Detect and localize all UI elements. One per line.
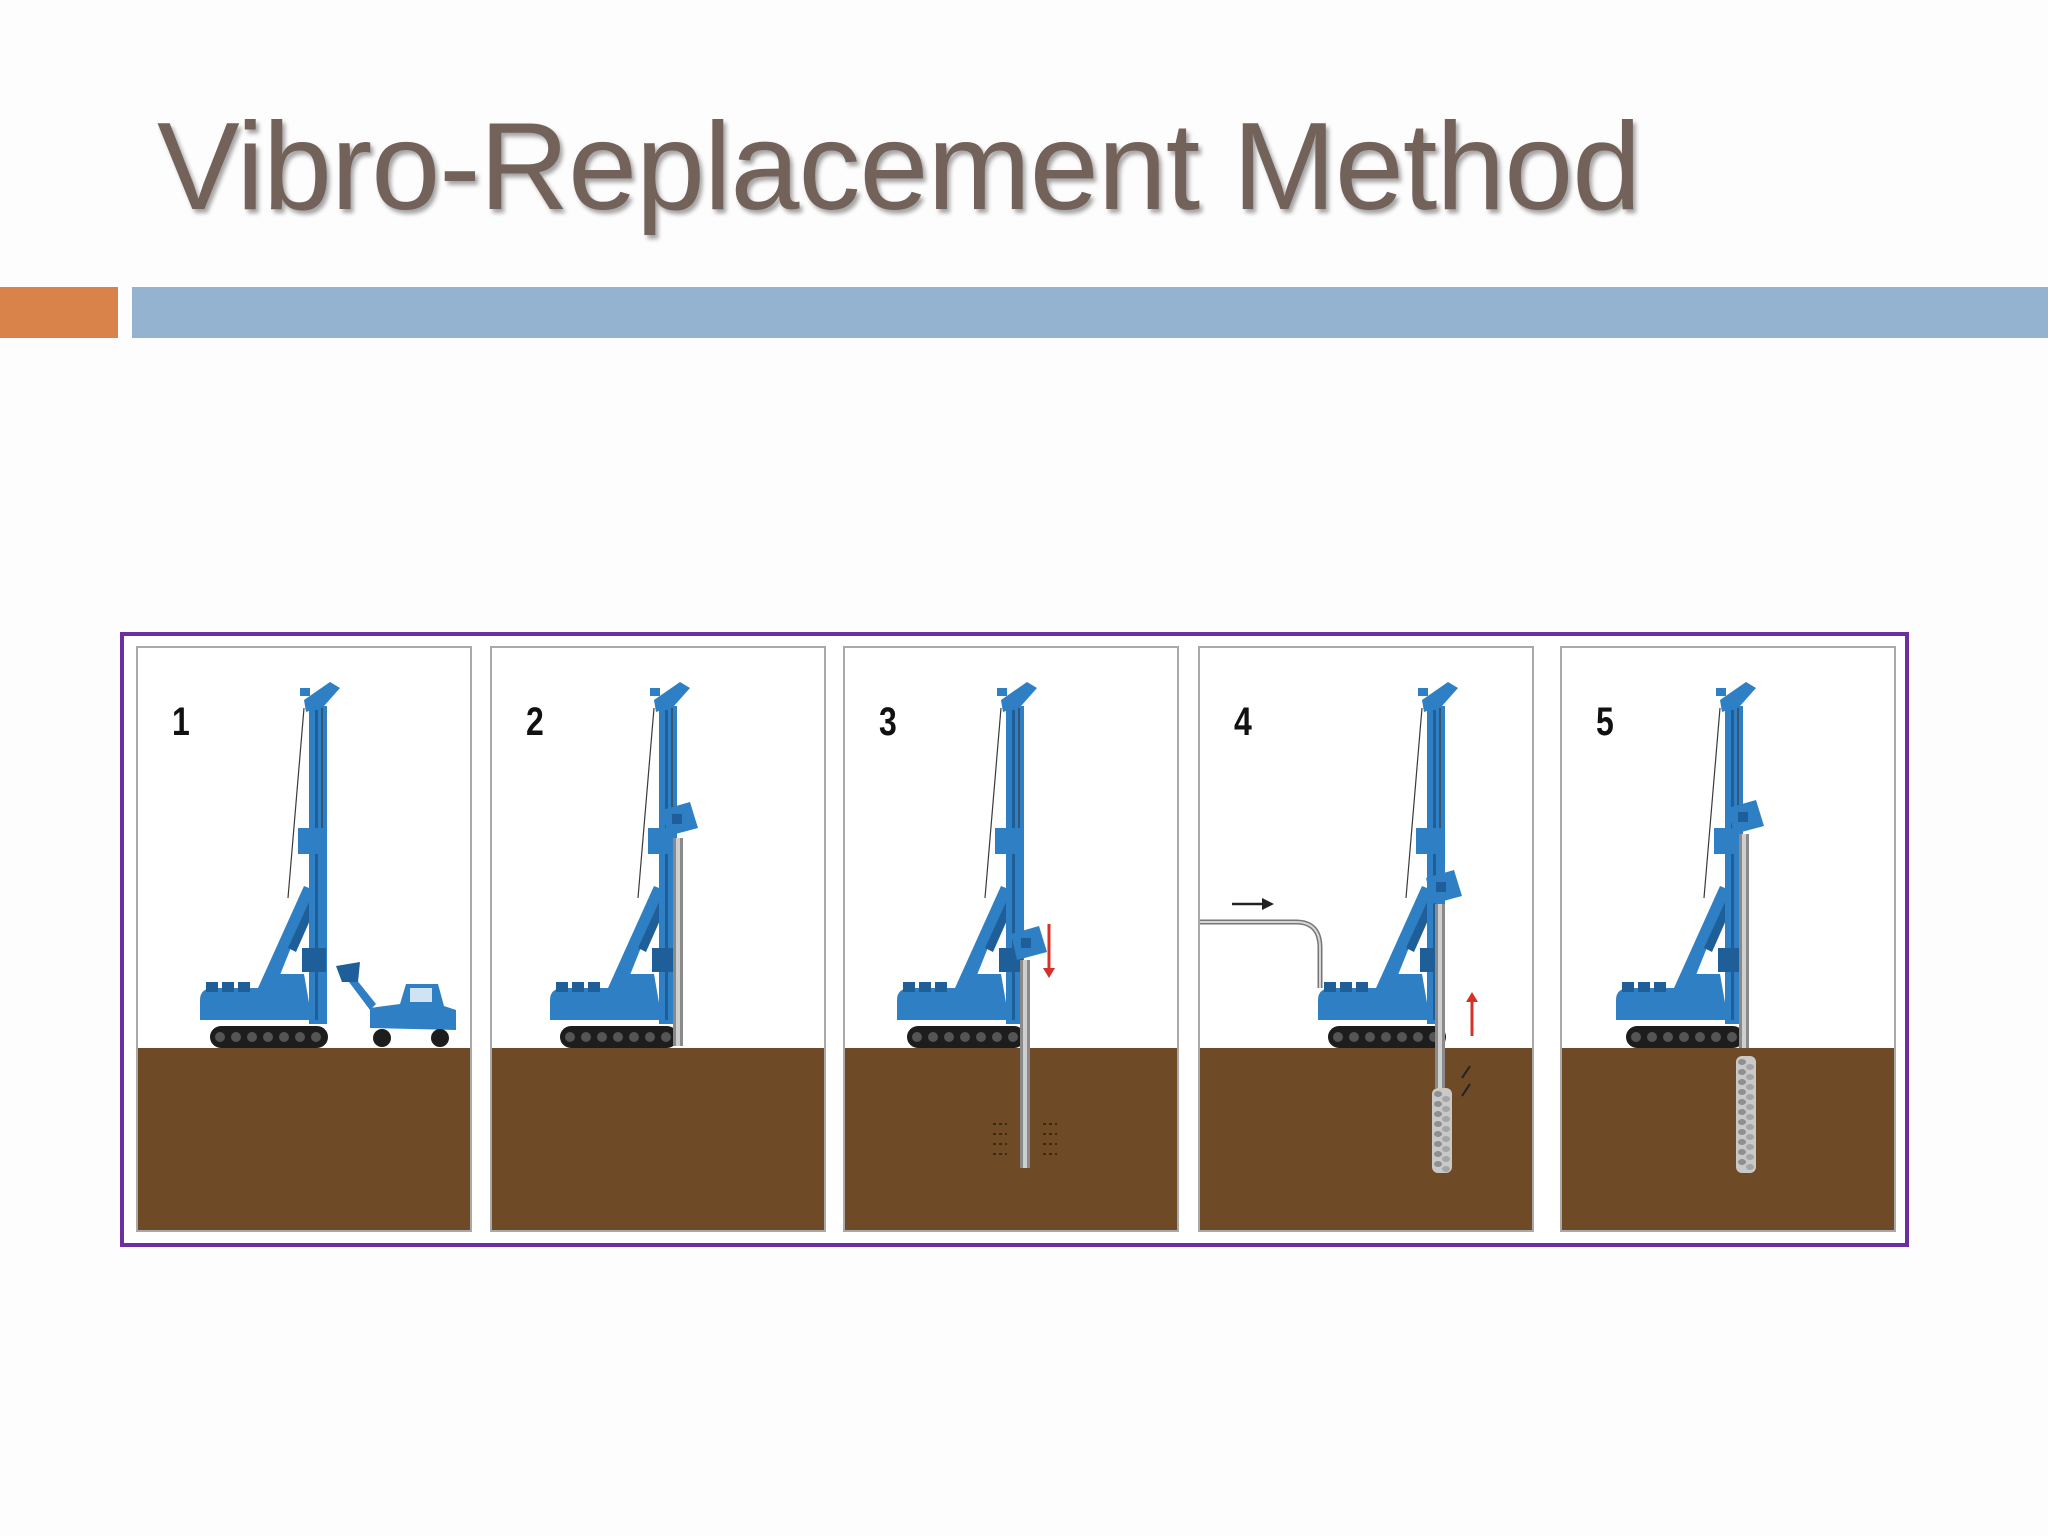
soil-layer [1562, 1048, 1894, 1230]
piling-rig-icon [897, 682, 1037, 1048]
slide-title: Vibro-Replacement Method [157, 98, 1641, 236]
step-1-illustration [138, 682, 470, 1230]
soil-layer [845, 1048, 1177, 1230]
piling-rig-icon [1616, 682, 1756, 1048]
feed-pipe-icon [1200, 919, 1323, 988]
step-4-illustration [1200, 682, 1532, 1230]
title-accent-bar-orange [0, 287, 118, 338]
down-arrow-icon [1043, 924, 1055, 978]
vibrator-icon [1011, 926, 1047, 960]
stone-column-icon [1736, 1056, 1756, 1173]
step-3-illustration [845, 682, 1177, 1230]
step-panel-1: 1 [136, 646, 472, 1232]
step-number-1: 1 [172, 700, 190, 744]
vibrator-icon [662, 802, 698, 836]
step-number-5: 5 [1596, 700, 1614, 744]
soil-layer [492, 1048, 824, 1230]
step-5-illustration [1562, 682, 1894, 1230]
stone-column-icon [1432, 1088, 1452, 1173]
diagram-frame: 1 2 3 4 5 [120, 632, 1909, 1247]
vibrator-icon [1728, 800, 1764, 834]
stone-flow-mark [1461, 1065, 1471, 1097]
step-number-4: 4 [1234, 700, 1252, 744]
vibrator-icon [1426, 870, 1462, 904]
wheel-loader-icon [336, 962, 456, 1047]
title-accent-bar-blue [132, 287, 2048, 338]
step-number-2: 2 [526, 700, 544, 744]
right-arrow-icon [1232, 898, 1274, 910]
step-panel-2: 2 [490, 646, 826, 1232]
soil-layer [138, 1048, 470, 1230]
step-2-illustration [492, 682, 824, 1230]
soil-layer [1200, 1048, 1532, 1230]
step-panel-3: 3 [843, 646, 1179, 1232]
up-arrow-icon [1466, 992, 1478, 1036]
step-number-3: 3 [879, 700, 897, 744]
piling-rig-icon [200, 682, 340, 1048]
step-panel-5: 5 [1560, 646, 1896, 1232]
piling-rig-icon [550, 682, 690, 1048]
step-panel-4: 4 [1198, 646, 1534, 1232]
